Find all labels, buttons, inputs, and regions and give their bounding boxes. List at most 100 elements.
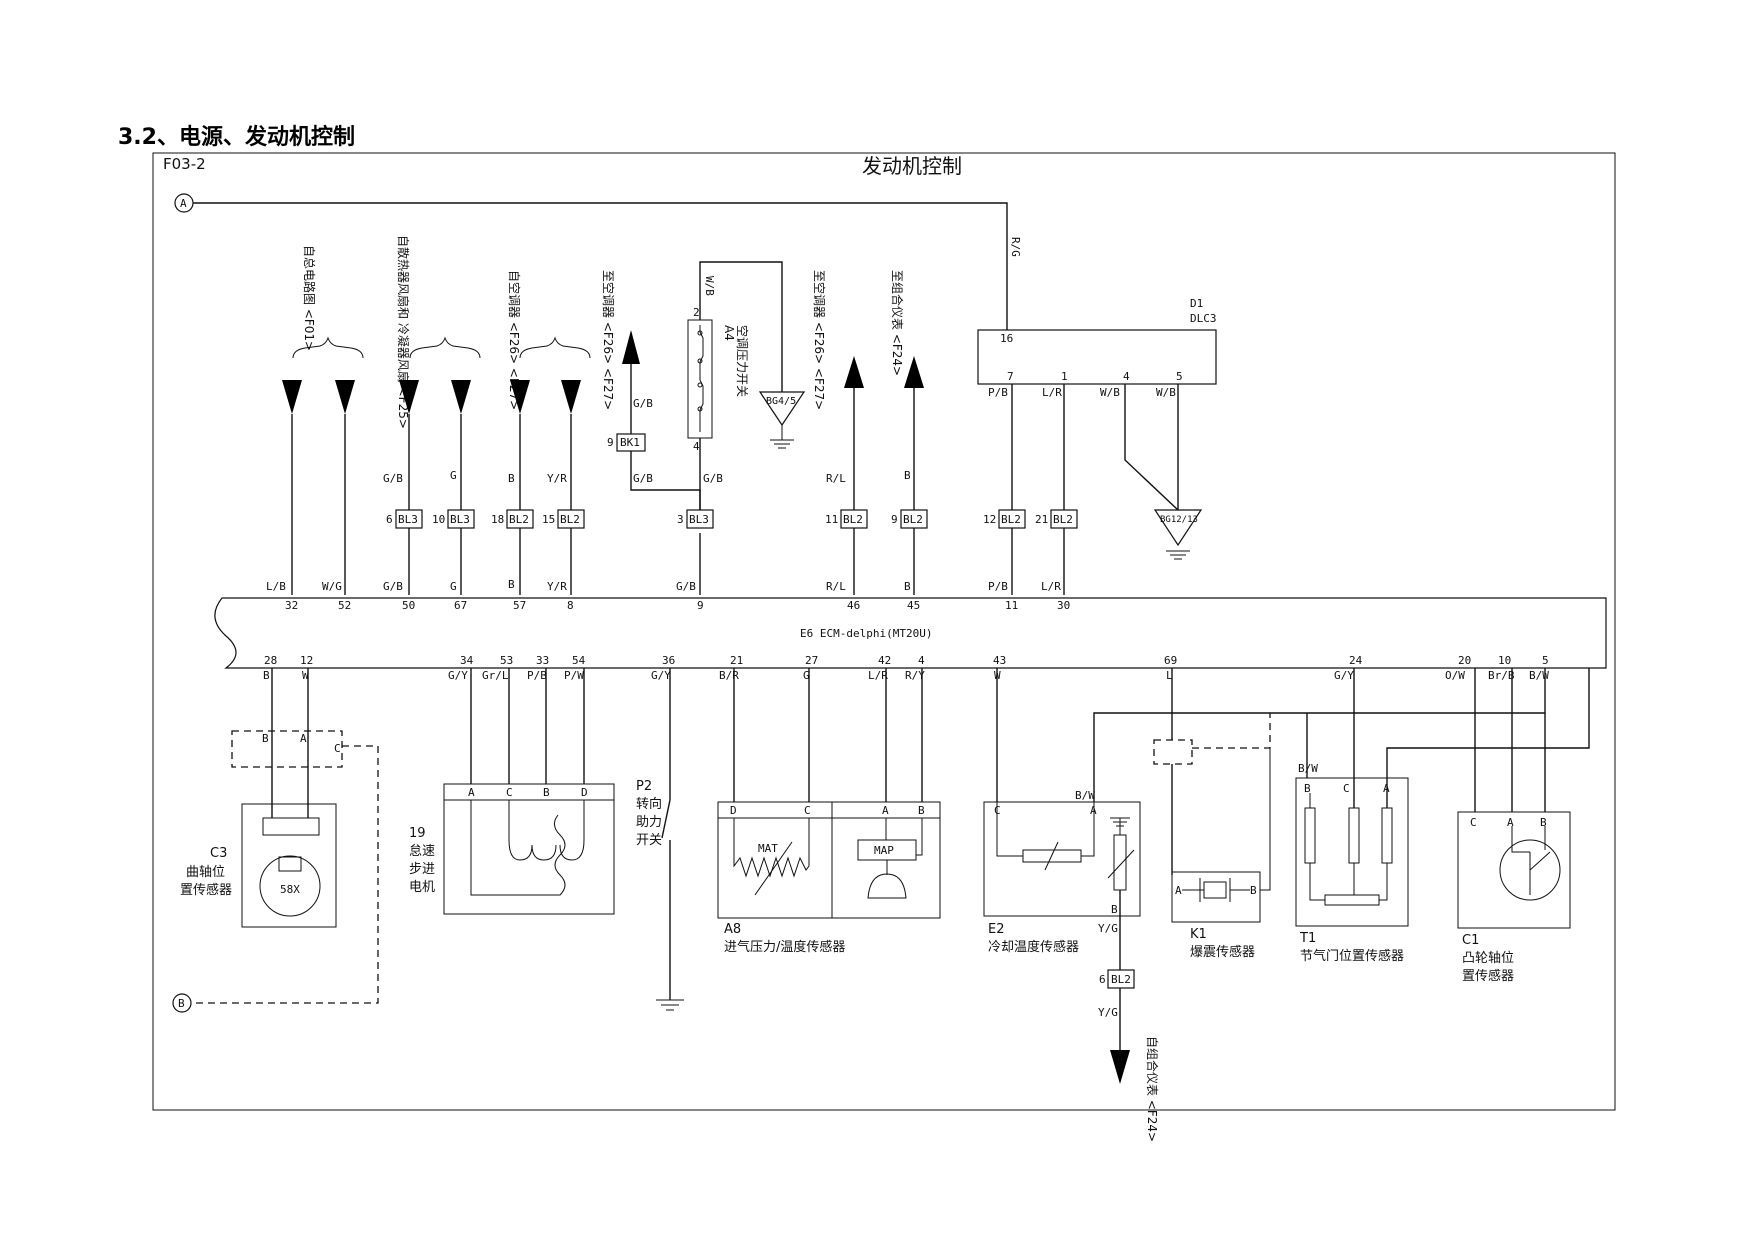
ecm-top-pin: 32 — [285, 599, 298, 612]
bk1-id: BK1 — [620, 436, 640, 449]
dlc-pin4: 4 — [1123, 370, 1130, 383]
c3-pin-c: C — [334, 742, 341, 755]
e2-arrow-down — [1110, 1050, 1130, 1084]
c3-body — [241, 803, 337, 928]
brace-f25 — [409, 336, 481, 359]
c3-label: 58X — [280, 883, 300, 896]
ecm-bottom-color: B — [263, 669, 270, 682]
dest-f01: 自总电路图 <F01> — [302, 245, 317, 351]
a4-name: 空调压力开关 — [735, 325, 749, 397]
ecm-bottom-pin: 34 — [460, 654, 474, 667]
e2-internal-a — [1081, 802, 1095, 857]
ecm67-color: G — [450, 580, 457, 593]
connector-e2-bl2 — [1107, 969, 1135, 989]
ecm-bottom-color: W — [302, 669, 309, 682]
c3-pin-a: A — [300, 732, 307, 745]
ecm-bottom-pin: 4 — [918, 654, 925, 667]
c1-pin: B — [1540, 816, 1547, 829]
wire-k1-shield — [1192, 713, 1271, 749]
switch-p2-blade — [661, 799, 671, 839]
e2-internal-c — [996, 802, 1023, 857]
m19-pin: B — [543, 786, 550, 799]
ecm-bottom-pin: 27 — [805, 654, 818, 667]
ground-bg1213-label: BG12/13 — [1160, 515, 1198, 525]
e2-name: 冷却温度传感器 — [988, 939, 1079, 955]
dest-f26-f27-a: 自空调器 <F26> <F27> — [507, 270, 521, 410]
t1-resistor-a — [1381, 807, 1393, 864]
ecm45-color: B — [904, 580, 911, 593]
c4-id: BL2 — [560, 513, 580, 526]
wire-bw-ground-rail — [1093, 668, 1546, 802]
arrow-up-3 — [904, 356, 924, 388]
a8-body — [717, 801, 941, 919]
wire-rg — [193, 202, 1008, 330]
ecm-bottom-pin: 24 — [1349, 654, 1363, 667]
arrow-up-2 — [844, 356, 864, 388]
wire-t1-a — [1386, 668, 1590, 808]
ecm-bottom-pin: 43 — [993, 654, 1006, 667]
ecm-bottom-color: O/W — [1445, 669, 1465, 682]
arrow-down-2 — [335, 380, 355, 414]
e2-bw-color: B/W — [1075, 789, 1095, 802]
p2-name2: 助力 — [636, 815, 662, 830]
ecm50-color: G/B — [383, 580, 403, 593]
c2-pin: 10 — [432, 513, 445, 526]
ecm-bottom-color: G/Y — [651, 669, 671, 682]
ecm8-color: Y/R — [547, 580, 567, 593]
arrow-down-4 — [451, 380, 471, 414]
c5-id: BL3 — [689, 513, 709, 526]
arrow-up-1 — [622, 330, 640, 364]
c3-name2: 置传感器 — [180, 882, 232, 898]
m19-pin: A — [468, 786, 475, 799]
ecm-bottom-color: G/Y — [1334, 669, 1354, 682]
c9-id: BL2 — [1053, 513, 1073, 526]
ecm-bottom-pin: 53 — [500, 654, 513, 667]
e2-conn-id: BL2 — [1111, 973, 1131, 986]
t1-pin: B — [1304, 782, 1311, 795]
dlc5-color: W/B — [1156, 386, 1176, 399]
c1-name1: 凸轮轴位 — [1462, 951, 1514, 966]
c4-color: Y/R — [547, 472, 567, 485]
switch-a4-contact — [699, 325, 704, 432]
ecm-bottom-color: B/R — [719, 669, 739, 682]
t1-bw-color: B/W — [1298, 762, 1318, 775]
c3-connector — [231, 730, 343, 768]
a4-ref: A4 — [722, 325, 736, 341]
connector-bl2-11 — [840, 509, 868, 529]
c3-terminal — [262, 817, 320, 836]
dlc-name: DLC3 — [1190, 312, 1217, 325]
m19-pin: D — [581, 786, 588, 799]
arrow-down-1 — [282, 380, 302, 414]
t1-pin: C — [1343, 782, 1350, 795]
connector-bl2-18 — [506, 509, 534, 529]
arrow-down-5 — [510, 380, 530, 414]
e2-gauge-sensor — [1113, 834, 1127, 891]
c6-pin: 11 — [825, 513, 838, 526]
switch-a4-dot3 — [697, 382, 703, 388]
a8-mat-arrow — [754, 841, 793, 896]
c8-id: BL2 — [1001, 513, 1021, 526]
ecm-bottom-color: L/R — [868, 669, 888, 682]
ecm57-color: B — [508, 578, 515, 591]
ecm-body — [214, 597, 1607, 669]
e2-thermistor-arrow — [1044, 841, 1059, 871]
ecm30-color: L/R — [1041, 580, 1061, 593]
a8-pin: C — [804, 804, 811, 817]
m19-body — [443, 783, 615, 915]
k1-name: 爆震传感器 — [1190, 944, 1255, 960]
ecm32-color: L/B — [266, 580, 286, 593]
connector-bl3-10 — [447, 509, 475, 529]
a8-map-wire-b — [916, 818, 923, 856]
ecm-bottom-pin: 20 — [1458, 654, 1471, 667]
ecm-bottom-color: Br/B — [1488, 669, 1515, 682]
node-a-label: A — [180, 197, 187, 210]
ecm-top-pins: 32 52 50 67 57 8 9 46 45 11 30 — [285, 599, 1070, 612]
wire-k1-b — [1260, 748, 1271, 891]
t1-track — [1324, 894, 1380, 906]
connector-bl2-12 — [998, 509, 1026, 529]
c3-color: B — [508, 472, 515, 485]
ecm-bottom-pin: 12 — [300, 654, 313, 667]
a4-pin-bottom: 4 — [693, 440, 700, 453]
c3-name1: 曲轴位 — [186, 865, 225, 880]
wire-rg-label: R/G — [1009, 237, 1022, 257]
